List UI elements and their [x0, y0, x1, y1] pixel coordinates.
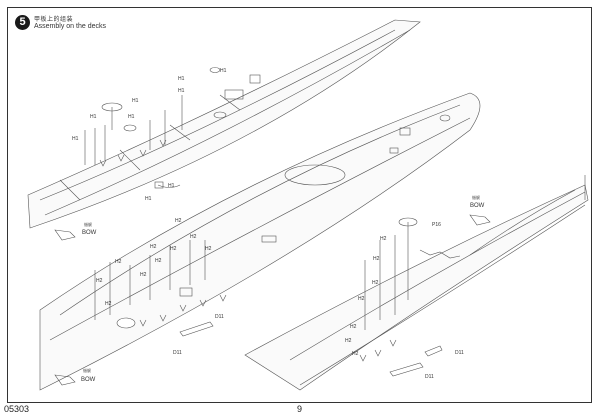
part-label: H2 — [345, 338, 352, 344]
part-label: H2 — [372, 280, 379, 286]
part-labels-middle: H2 H2 H2 H2 H2 H2 H2 H2 H2 H2 D11 D11 — [96, 218, 224, 356]
step-title-chinese: 甲板上的组装 — [34, 17, 74, 23]
ship-hull-top — [27, 19, 421, 229]
svg-text:BOW: BOW — [82, 230, 97, 236]
part-label: H1 — [132, 98, 139, 104]
svg-text:BOW: BOW — [470, 203, 485, 209]
part-labels-bottom: P16 H2 H2 H2 H2 H2 H2 H2 D11 D11 — [345, 222, 464, 380]
part-label: H2 — [205, 246, 212, 252]
part-label: H2 — [190, 234, 197, 240]
part-label: H1 — [178, 88, 185, 94]
product-code: 05303 — [4, 404, 30, 414]
part-label: H1 — [90, 114, 97, 120]
part-label: H1 — [145, 196, 152, 202]
page-border — [7, 7, 592, 403]
part-label: H1 — [128, 114, 135, 120]
bow-callout-1: 艏艉 BOW — [82, 221, 97, 236]
part-label: H1 — [72, 136, 79, 142]
svg-text:艏艉: 艏艉 — [84, 221, 92, 227]
part-label: H2 — [140, 272, 147, 278]
part-label: H2 — [373, 256, 380, 262]
part-label: H2 — [352, 351, 359, 357]
svg-text:艏艉: 艏艉 — [83, 367, 91, 373]
part-label: D11 — [215, 314, 224, 320]
part-label: H1 — [220, 68, 227, 74]
part-label: H1 — [178, 76, 185, 82]
part-label: H2 — [115, 259, 122, 265]
part-label: D11 — [455, 350, 464, 356]
part-label: P16 — [432, 222, 441, 228]
part-label: H2 — [170, 246, 177, 252]
part-label: D11 — [425, 374, 434, 380]
ship-hull-middle — [39, 92, 481, 391]
part-label: H2 — [350, 324, 357, 330]
part-labels-top: H1 H1 H1 H1 H1 H1 H1 H1 H1 — [72, 68, 227, 202]
ship-hull-bottom — [54, 175, 589, 391]
part-label: D11 — [173, 350, 182, 356]
bow-callout-3: 艏艉 BOW — [470, 194, 485, 209]
step-number-badge: 5 — [15, 15, 30, 30]
part-label: H2 — [155, 258, 162, 264]
part-label: H2 — [96, 278, 103, 284]
part-label: H1 — [168, 183, 175, 189]
part-label: H2 — [150, 244, 157, 250]
part-label: H2 — [175, 218, 182, 224]
bow-callout-2: 艏艉 BOW — [81, 367, 96, 383]
svg-text:艏艉: 艏艉 — [472, 194, 480, 200]
part-label: H2 — [105, 301, 112, 307]
part-label: H2 — [358, 296, 365, 302]
svg-text:BOW: BOW — [81, 377, 96, 383]
step-title-english: Assembly on the decks — [34, 23, 106, 30]
page-number: 9 — [297, 404, 303, 414]
part-label: H2 — [380, 236, 387, 242]
